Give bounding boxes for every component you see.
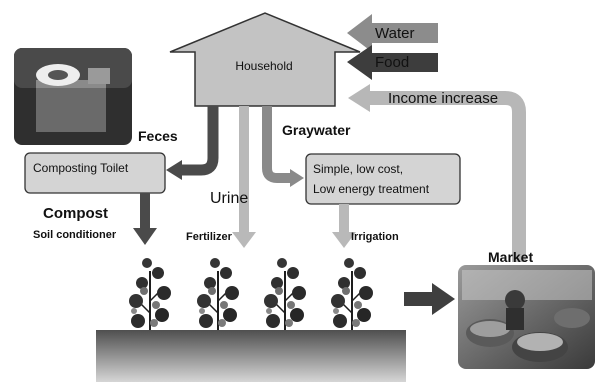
soil-conditioner-label: Soil conditioner <box>33 229 117 241</box>
treatment-label-line2: Low energy treatment <box>313 182 430 196</box>
urine-label: Urine <box>210 190 248 207</box>
treatment-box <box>305 153 461 205</box>
irrigation-arrowhead <box>332 232 356 248</box>
ground-soil <box>96 330 406 382</box>
water-label: Water <box>375 25 414 42</box>
income-label: Income increase <box>388 90 498 107</box>
food-label: Food <box>375 54 409 71</box>
graywater-arrow <box>262 106 292 183</box>
water-arrow <box>347 14 438 52</box>
composting-toilet-box <box>24 152 166 194</box>
household-label: Household <box>235 59 292 73</box>
urine-arrow <box>239 106 249 234</box>
market-photo-icon <box>458 265 595 369</box>
fertilizer-label: Fertilizer <box>186 231 233 243</box>
urine-arrowhead <box>232 232 256 248</box>
feces-label: Feces <box>138 128 178 144</box>
composting-toilet-photo-icon <box>14 48 132 145</box>
market-arrow <box>404 283 455 315</box>
feces-arrow <box>180 106 219 176</box>
food-arrow <box>347 45 438 80</box>
feces-arrowhead <box>166 160 182 180</box>
market-label: Market <box>488 249 533 265</box>
irrigation-arrow <box>339 204 349 234</box>
compost-label: Compost <box>43 205 108 222</box>
household-house-shape <box>169 12 361 107</box>
graywater-arrowhead <box>290 169 304 187</box>
treatment-label-line1: Simple, low cost, <box>313 162 403 176</box>
composting-toilet-label: Composting Toilet <box>33 161 129 175</box>
compost-arrow <box>140 193 150 229</box>
income-arrow <box>368 91 526 262</box>
compost-arrowhead <box>133 228 157 245</box>
graywater-label: Graywater <box>282 122 351 138</box>
tomato-plant-icon <box>128 257 374 334</box>
income-arrowhead <box>348 84 370 112</box>
irrigation-label: Irrigation <box>351 231 399 243</box>
